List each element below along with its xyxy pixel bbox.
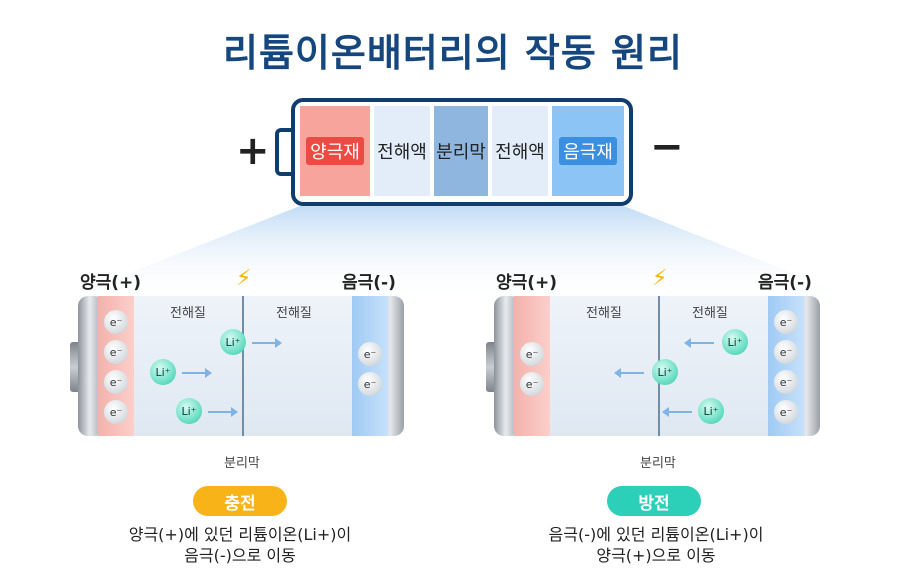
cathode-label: 양극(+) — [80, 273, 142, 293]
charge-description-line: 양극(+)에 있던 리튬이온(Li+)이 — [128, 525, 352, 544]
arrow-right-icon — [252, 338, 282, 348]
layer-electrolyte-2: 전해액 — [492, 106, 548, 196]
charge-description: 양극(+)에 있던 리튬이온(Li+)이 음극(-)으로 이동 — [70, 524, 410, 566]
layer-anode: 음극재 — [552, 106, 624, 196]
electron: e⁻ — [774, 340, 798, 364]
discharge-description-line: 음극(-)에 있던 리튬이온(Li+)이 — [548, 525, 764, 544]
separator-label: 분리막 — [640, 456, 676, 471]
discharge-diagram: 양극(+) ⚡ 음극(-) 전해질 전해질 분리막 e⁻ e⁻ e⁻ e⁻ e⁻… — [486, 262, 826, 472]
lithium-ion: Li⁺ — [652, 359, 678, 385]
arrow-left-icon — [614, 368, 644, 378]
arrow-right-icon — [182, 368, 212, 378]
electrolyte-label: 전해질 — [170, 306, 206, 321]
electron: e⁻ — [774, 310, 798, 334]
layer-electrolyte-1: 전해액 — [374, 106, 430, 196]
lithium-ion: Li⁺ — [220, 329, 246, 355]
electron: e⁻ — [774, 400, 798, 424]
anode-label: 음극(-) — [758, 273, 812, 293]
cathode-strip — [514, 296, 550, 436]
lightning-icon: ⚡ — [652, 266, 668, 291]
separator-line — [242, 296, 244, 436]
electron: e⁻ — [104, 310, 128, 334]
electron: e⁻ — [104, 340, 128, 364]
electron: e⁻ — [520, 372, 544, 396]
anode-label: 음극(-) — [342, 273, 396, 293]
layer-anode-label: 음극재 — [559, 137, 617, 165]
electron: e⁻ — [774, 370, 798, 394]
charge-diagram: 양극(+) ⚡ 음극(-) 전해질 전해질 분리막 e⁻ e⁻ e⁻ e⁻ e⁻… — [70, 262, 410, 472]
arrow-left-icon — [684, 338, 714, 348]
charge-description-line: 음극(-)으로 이동 — [184, 546, 296, 565]
layer-cathode-label: 양극재 — [306, 137, 364, 165]
charge-badge: 충전 — [193, 486, 287, 516]
positive-terminal-sign: + — [236, 128, 270, 174]
electrolyte-label: 전해질 — [692, 306, 728, 321]
cell-terminal-tab — [275, 128, 295, 176]
electron: e⁻ — [104, 370, 128, 394]
electrolyte-label: 전해질 — [276, 306, 312, 321]
lithium-ion: Li⁺ — [176, 398, 202, 424]
electron: e⁻ — [104, 400, 128, 424]
electron: e⁻ — [358, 372, 382, 396]
anode-strip — [352, 296, 388, 436]
arrow-right-icon — [208, 407, 238, 417]
lightning-icon: ⚡ — [236, 266, 252, 291]
discharge-description-line: 양극(+)으로 이동 — [596, 546, 716, 565]
discharge-badge: 방전 — [607, 486, 701, 516]
lithium-ion: Li⁺ — [150, 359, 176, 385]
arrow-left-icon — [662, 407, 692, 417]
discharge-description: 음극(-)에 있던 리튬이온(Li+)이 양극(+)으로 이동 — [486, 524, 826, 566]
electron: e⁻ — [358, 342, 382, 366]
lithium-ion: Li⁺ — [722, 329, 748, 355]
electron: e⁻ — [520, 342, 544, 366]
electrolyte-label: 전해질 — [586, 306, 622, 321]
separator-label: 분리막 — [224, 456, 260, 471]
layer-cathode: 양극재 — [300, 106, 370, 196]
negative-terminal-sign: − — [650, 124, 684, 170]
layer-separator: 분리막 — [434, 106, 488, 196]
cathode-label: 양극(+) — [496, 273, 558, 293]
lithium-ion: Li⁺ — [698, 398, 724, 424]
page-title: 리튬이온배터리의 작동 원리 — [223, 31, 683, 75]
